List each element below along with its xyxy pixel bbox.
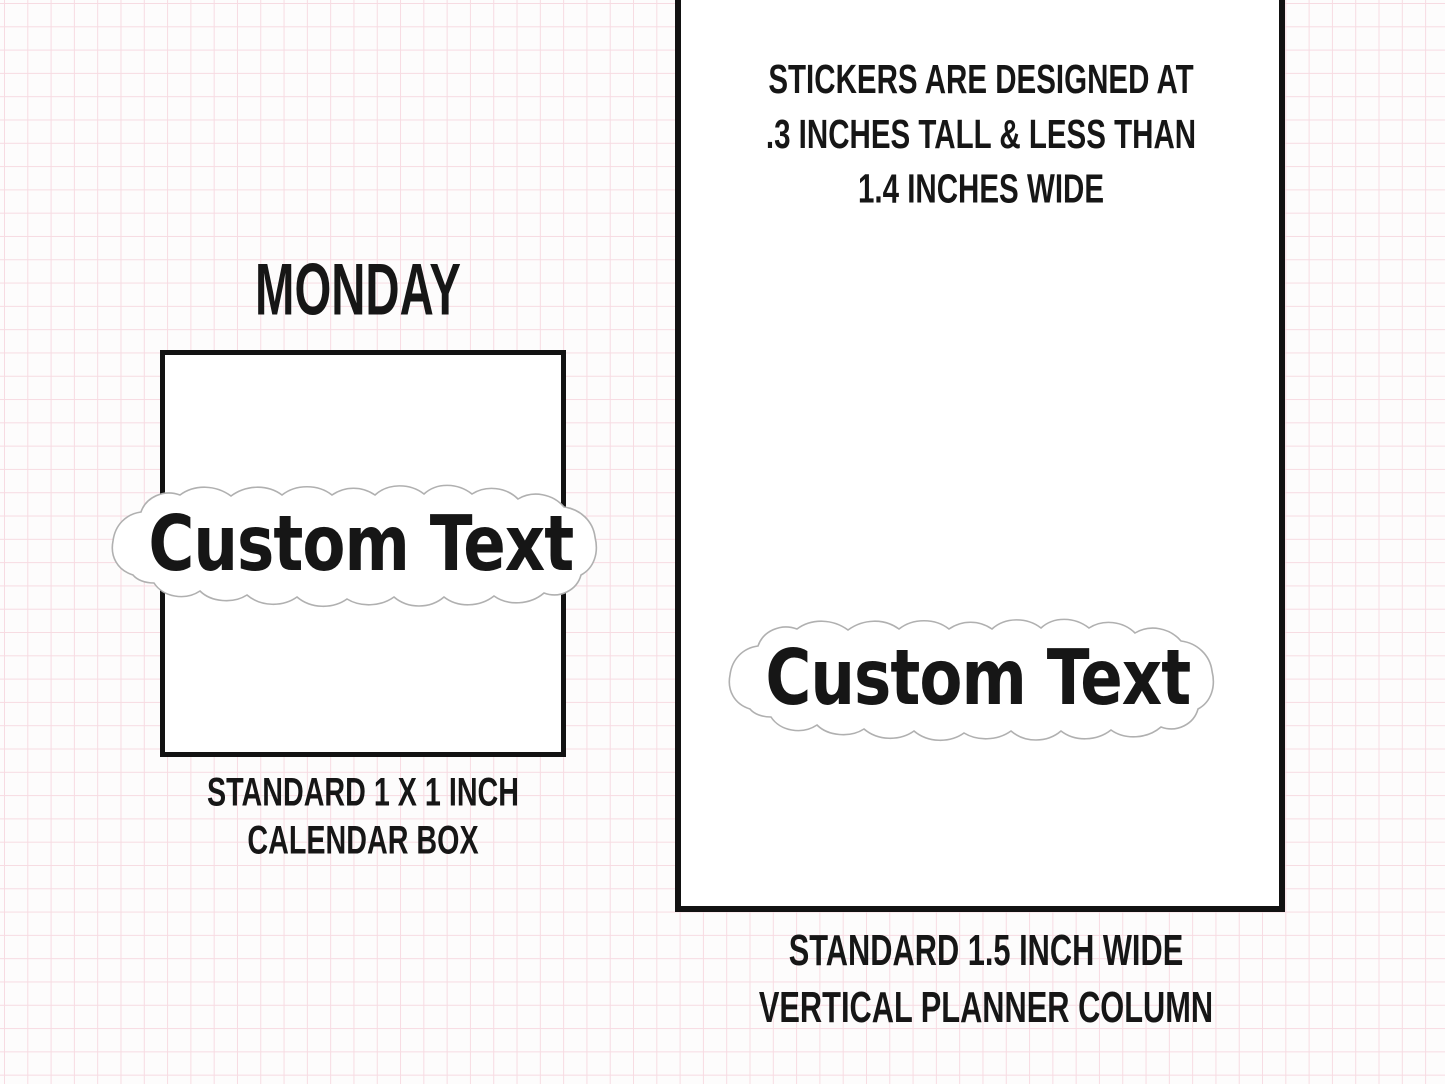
calendar-box-caption: STANDARD 1 X 1 INCH CALENDAR BOX xyxy=(207,769,519,865)
design-note-line2: .3 INCHES TALL & LESS THAN xyxy=(765,110,1197,157)
sticker-text: Custom Text xyxy=(765,634,1192,724)
planner-column-box xyxy=(675,0,1285,912)
planner-column-caption: STANDARD 1.5 INCH WIDE VERTICAL PLANNER … xyxy=(759,923,1213,1037)
sticker-text: Custom Text xyxy=(148,500,575,590)
calendar-box-caption-line2: CALENDAR BOX xyxy=(247,818,479,863)
custom-text-sticker-right: Custom Text xyxy=(722,614,1234,744)
custom-text-sticker-left: Custom Text xyxy=(105,480,617,610)
planner-column-caption-line1: STANDARD 1.5 INCH WIDE xyxy=(788,927,1184,976)
die-cut-outline-icon xyxy=(728,618,1215,742)
design-note-line1: STICKERS ARE DESIGNED AT xyxy=(768,55,1194,103)
design-note-line3: 1.4 INCHES WIDE xyxy=(857,164,1105,212)
planner-column-caption-line2: VERTICAL PLANNER COLUMN xyxy=(758,984,1214,1033)
day-label-text: MONDAY xyxy=(255,249,461,332)
design-note: STICKERS ARE DESIGNED AT .3 INCHES TALL … xyxy=(766,52,1196,216)
die-cut-outline-icon xyxy=(111,484,598,608)
calendar-box-caption-line1: STANDARD 1 X 1 INCH xyxy=(206,770,520,815)
day-label: MONDAY xyxy=(255,252,461,329)
